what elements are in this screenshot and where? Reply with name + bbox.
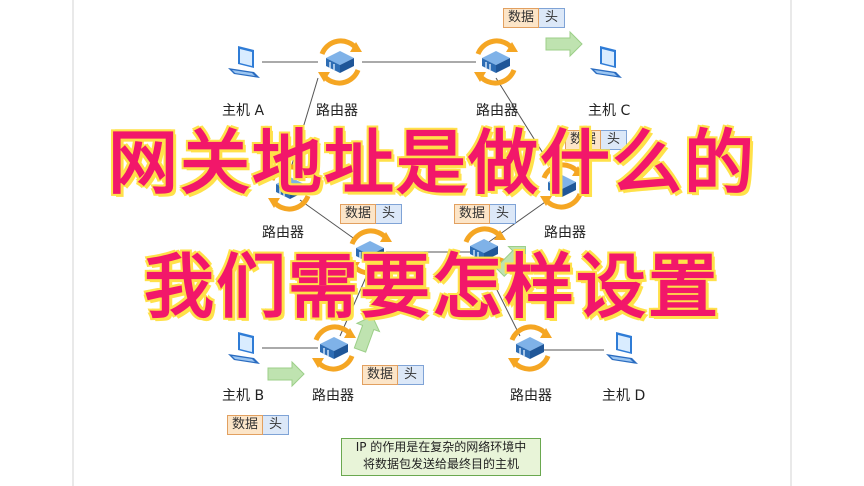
headline-line1: 网关地址是做什么的 [107,121,756,205]
info-box-line1: IP 的作用是在复杂的网络环境中 [355,440,527,454]
arrow-diag-icon-right [495,246,526,277]
arrow-right-icon-bottom [267,361,305,387]
host-c-label: 主机 C [588,103,631,119]
computer-icon-host-d [606,332,638,364]
router-icon-top-right [474,41,518,83]
packet-bottom-center: 数据 头 [362,365,425,385]
frame-left-border [72,0,74,486]
computer-icon-host-b [228,332,260,364]
packet-center-right: 数据 头 [454,204,517,224]
computer-icon-host-c [590,46,622,78]
router-icon-bottom-left [312,327,356,369]
packet-header-label: 头 [376,204,403,224]
packet-header-label: 头 [398,365,425,385]
packet-data-label: 数据 [503,8,540,28]
packet-data-label: 数据 [227,415,264,435]
packet-data-label: 数据 [362,365,399,385]
headline-line2: 我们需要怎样设置 [143,245,720,329]
info-box-line2: 将数据包发送给最终目的主机 [362,457,519,471]
packet-center-left: 数据 头 [340,204,403,224]
router-label-mid-left: 路由器 [262,225,304,241]
packet-right-upper: 数据 头 [565,130,628,150]
computer-icon-host-a [228,46,260,78]
host-d-label: 主机 D [602,388,646,404]
frame-right-border [790,0,792,486]
host-a-label: 主机 A [222,103,265,119]
router-label-bottom-right: 路由器 [510,388,552,404]
router-label-top-right: 路由器 [476,103,518,119]
router-icon-top-left [318,41,362,83]
packet-top-right: 数据 头 [503,8,566,28]
packet-bottom-left: 数据 头 [227,415,290,435]
packet-header-label: 头 [490,204,517,224]
arrow-right-icon-top [545,31,583,57]
packet-data-label: 数据 [565,130,602,150]
packet-data-label: 数据 [340,204,377,224]
links [262,61,604,351]
packet-header-label: 头 [601,130,628,150]
info-box: IP 的作用是在复杂的网络环境中 将数据包发送给最终目的主机 [341,438,541,476]
router-label-mid-right: 路由器 [544,225,586,241]
router-label-bottom-left: 路由器 [312,388,354,404]
router-label-top-left: 路由器 [316,103,358,119]
router-icon-bottom-right [508,327,552,369]
packet-header-label: 头 [539,8,566,28]
packet-data-label: 数据 [454,204,491,224]
arrow-up-icon-left [353,315,381,353]
packet-header-label: 头 [263,415,290,435]
host-b-label: 主机 B [222,388,265,404]
